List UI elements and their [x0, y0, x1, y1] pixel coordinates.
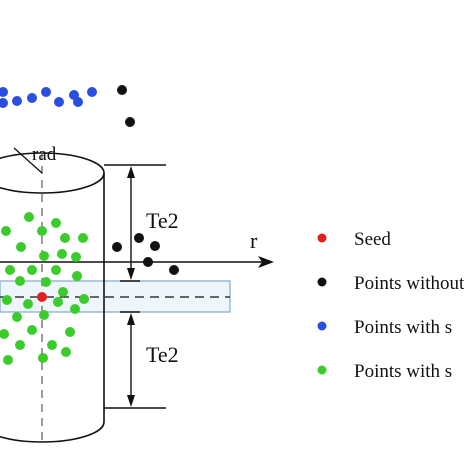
green-point: [15, 276, 25, 286]
green-point: [1, 226, 11, 236]
blue-point: [41, 87, 51, 97]
legend-label: Points with s: [354, 361, 452, 382]
legend-marker: [317, 277, 327, 287]
green-point: [15, 340, 25, 350]
black-point: [117, 85, 127, 95]
green-point: [5, 265, 15, 275]
height-dimension: [104, 164, 166, 409]
points-layer: [0, 85, 179, 365]
blue-point: [54, 97, 64, 107]
green-point: [65, 327, 75, 337]
green-point: [16, 242, 26, 252]
green-point: [27, 325, 37, 335]
green-point: [2, 295, 12, 305]
blue-point: [12, 96, 22, 106]
height-label-upper: Te2: [146, 208, 179, 233]
blue-point: [73, 97, 83, 107]
green-point: [53, 297, 63, 307]
black-point: [112, 242, 122, 252]
green-point: [51, 218, 61, 228]
r-axis-arrowhead: [258, 256, 274, 268]
green-point: [39, 310, 49, 320]
cylinder-bottom-arc: [0, 421, 105, 443]
black-point: [134, 233, 144, 243]
r-axis-label: r: [250, 228, 258, 253]
black-point: [143, 257, 153, 267]
blue-point: [0, 98, 8, 108]
seed-point: [37, 292, 47, 302]
green-point: [12, 312, 22, 322]
green-point: [0, 329, 9, 339]
black-point: [125, 117, 135, 127]
green-point: [37, 226, 47, 236]
legend-label: Seed: [354, 229, 391, 250]
green-point: [51, 265, 61, 275]
green-point: [3, 355, 13, 365]
legend-label: Points with s: [354, 317, 452, 338]
green-point: [47, 340, 57, 350]
radius-label: rad: [32, 144, 57, 165]
radius-line: [13, 147, 43, 174]
green-point: [23, 299, 33, 309]
green-point: [71, 252, 81, 262]
green-point: [79, 294, 89, 304]
blue-point: [87, 87, 97, 97]
green-point: [41, 277, 51, 287]
green-point: [78, 233, 88, 243]
legend-marker: [317, 233, 327, 243]
green-point: [60, 233, 70, 243]
black-point: [169, 265, 179, 275]
blue-point: [0, 87, 8, 97]
green-point: [39, 251, 49, 261]
cylinder: [0, 152, 105, 443]
cylinder-top-rim: [0, 152, 105, 194]
legend-marker: [317, 321, 327, 331]
green-point: [61, 347, 71, 357]
green-point: [72, 271, 82, 281]
blue-point: [27, 93, 37, 103]
green-point: [70, 304, 80, 314]
green-point: [27, 265, 37, 275]
legend-marker: [317, 365, 327, 375]
green-point: [58, 287, 68, 297]
green-point: [24, 212, 34, 222]
legend-label: Points without: [354, 273, 465, 294]
height-label-lower: Te2: [146, 342, 179, 367]
black-point: [150, 241, 160, 251]
green-point: [57, 249, 67, 259]
green-point: [38, 353, 48, 363]
